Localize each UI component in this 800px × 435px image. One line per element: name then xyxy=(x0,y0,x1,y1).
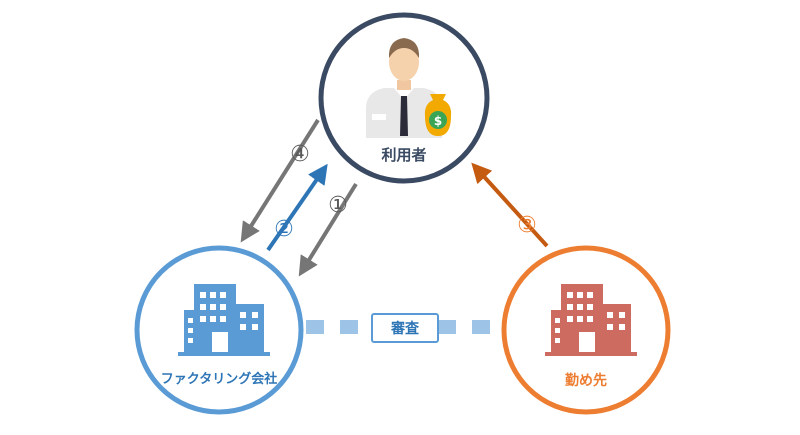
user-label: 利用者 xyxy=(381,146,426,164)
step-3-number: ③ xyxy=(517,213,537,238)
employer-label: 勤め先 xyxy=(565,372,607,389)
factoring-label: ファクタリング会社 xyxy=(161,371,277,387)
svg-text:$: $ xyxy=(434,114,442,128)
arrow-step-1 xyxy=(298,182,358,277)
user-node: $ 利用者 xyxy=(318,12,490,184)
employer-node: 勤め先 xyxy=(501,245,671,415)
screening-label: 審査 xyxy=(390,320,420,337)
businessman-with-money-bag-icon: $ xyxy=(366,38,452,138)
factoring-node: ファクタリング会社 xyxy=(134,245,304,415)
office-building-icon xyxy=(545,284,637,356)
office-building-icon xyxy=(178,284,270,356)
screening-box xyxy=(371,313,439,343)
step-2-number: ② xyxy=(274,217,294,242)
screening-link: 審査 xyxy=(306,313,504,343)
arrow-step-3 xyxy=(471,162,549,248)
step-4-number: ④ xyxy=(290,142,310,167)
arrow-step-2 xyxy=(266,163,328,252)
arrow-step-4 xyxy=(240,118,320,243)
step-1-number: ① xyxy=(328,193,348,218)
